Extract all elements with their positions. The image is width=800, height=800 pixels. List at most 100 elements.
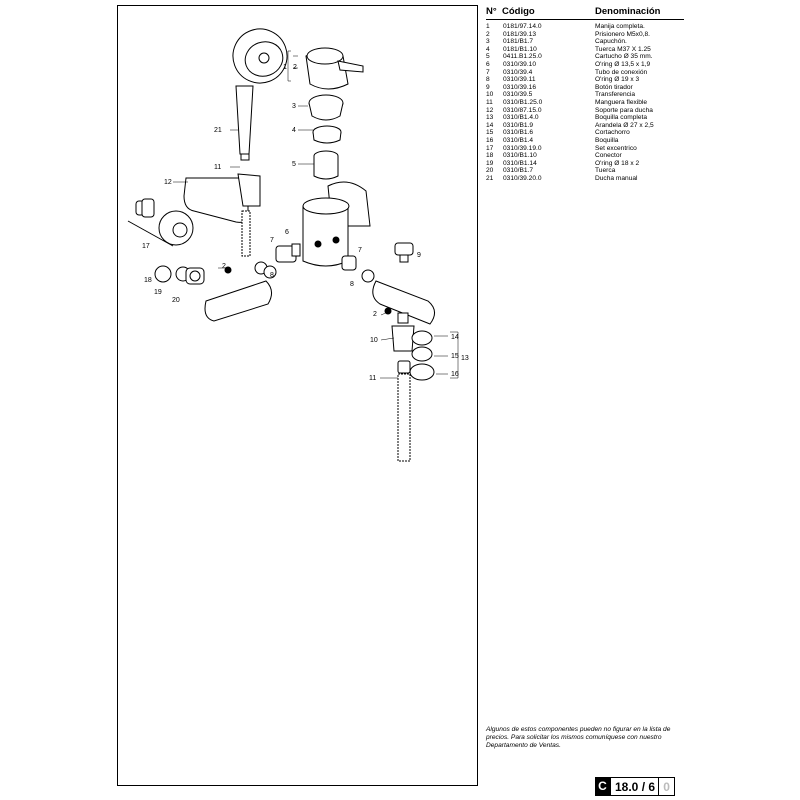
diagram-label: 1 <box>283 64 287 71</box>
part-number: 2 <box>486 30 490 38</box>
part-code: 0310/39.4 <box>503 68 533 76</box>
page-reference: C 18.0 / 6 0 <box>595 777 676 796</box>
diagram-label: 4 <box>292 127 296 134</box>
shower-support-illustration <box>183 173 261 223</box>
part-code: 0310/B1.25.0 <box>503 98 543 106</box>
part-description: O'ring Ø 13,5 x 1,9 <box>595 60 651 68</box>
table-row: 12 0310/87.15.0 Soporte para ducha <box>486 107 684 115</box>
table-row: 8 0310/39.11 O'ring Ø 19 x 3 <box>486 76 684 84</box>
part-code: 0310/39.19.0 <box>503 144 542 152</box>
header-number: N° <box>486 6 497 17</box>
table-row: 2 0181/39.13 Prisionero M5x0,8. <box>486 31 684 39</box>
diagram-label: 19 <box>154 289 162 296</box>
part-code: 0181/97.14.0 <box>503 23 542 30</box>
page-ref-prefix: C <box>595 777 610 796</box>
part-description: Capuchón. <box>595 38 627 46</box>
diagram-label: 15 <box>451 353 459 360</box>
exploded-diagram: 1 2 3 4 5 21 11 12 17 18 19 20 2 7 6 8 7… <box>127 28 469 462</box>
table-row: 15 0310/B1.6 Cortachorro <box>486 129 684 137</box>
diagram-label: 8 <box>270 272 274 279</box>
part-code: 0310/39.10 <box>503 60 537 68</box>
diagram-label: 3 <box>292 103 296 110</box>
part-description: Tuerca M37 X 1.25 <box>595 45 651 53</box>
diagram-label: 5 <box>292 161 296 168</box>
part-number: 8 <box>486 76 490 84</box>
part-code: 0310/39.20.0 <box>503 174 542 182</box>
part-code: 0181/B1.7 <box>503 38 534 46</box>
right-body <box>372 280 435 325</box>
part-number: 1 <box>486 23 490 30</box>
table-row: 19 0310/B1.14 O'ring Ø 18 x 2 <box>486 160 684 168</box>
part-number: 5 <box>486 53 490 61</box>
hand-shower-illustration <box>232 28 288 161</box>
part-number: 17 <box>486 144 494 152</box>
part-number: 6 <box>486 60 490 68</box>
connection-tubes-left <box>254 243 301 279</box>
spout-parts <box>409 330 435 381</box>
part-code: 0310/B1.10 <box>503 152 537 160</box>
diagram-label: 20 <box>172 297 180 304</box>
part-code: 0310/B1.4 <box>503 136 534 144</box>
part-number: 12 <box>486 106 494 114</box>
part-description: Set excentrico <box>595 144 637 152</box>
part-description: Manguera flexible <box>595 98 648 106</box>
part-number: 3 <box>486 38 490 46</box>
part-description: Soporte para ducha <box>595 106 653 114</box>
part-description: Arandela Ø 27 x 2,5 <box>595 121 654 129</box>
diagram-label: 2 <box>222 263 226 270</box>
diagram-label: 10 <box>370 337 378 344</box>
part-code: 0310/B1.14 <box>503 159 537 167</box>
part-number: 18 <box>486 152 494 160</box>
cartridge <box>313 150 339 180</box>
exploded-diagram-frame: 1 2 3 4 5 21 11 12 17 18 19 20 2 7 6 8 7… <box>117 5 478 786</box>
part-code: 0181/39.13 <box>503 30 537 38</box>
part-code: 0310/39.11 <box>503 76 536 84</box>
handle <box>305 47 364 90</box>
part-description: Tubo de conexión <box>595 68 648 76</box>
part-number: 7 <box>486 68 490 76</box>
diagram-label: 17 <box>142 243 150 250</box>
part-description: Prisionero M5x0,8. <box>595 30 650 38</box>
diagram-label: 2 <box>373 311 377 318</box>
part-description: Cortachorro <box>595 129 630 137</box>
part-number: 15 <box>486 129 494 137</box>
page-ref-number: 18.0 / 6 <box>610 777 659 796</box>
part-number: 20 <box>486 167 494 175</box>
cap <box>308 94 344 121</box>
part-code: 0310/B1.6 <box>503 129 534 137</box>
diagram-label: 16 <box>451 371 459 378</box>
part-number: 14 <box>486 121 494 129</box>
diagram-label: 13 <box>461 355 469 362</box>
part-description: Botón tirador <box>595 83 633 91</box>
part-code: 0181/B1.10 <box>503 45 537 53</box>
diagram-label: 8 <box>350 281 354 288</box>
part-description: O'ring Ø 19 x 3 <box>595 76 640 84</box>
part-code: 0310/B1.9 <box>503 121 534 129</box>
diagram-label: 12 <box>164 179 172 186</box>
part-number: 21 <box>486 174 494 182</box>
table-row: 7 0310/39.4 Tubo de conexión <box>486 69 684 77</box>
part-code: 0310/39.5 <box>503 91 533 99</box>
mixer-body <box>302 181 371 267</box>
part-description: O'ring Ø 18 x 2 <box>595 159 640 167</box>
diagram-label: 11 <box>214 164 221 171</box>
part-code: 0310/39.16 <box>503 83 537 91</box>
part-code: 0310/B1.4.0 <box>503 114 539 122</box>
header-description: Denominación <box>595 6 661 17</box>
diagram-label: 18 <box>144 277 152 284</box>
part-description: Conector <box>595 152 622 160</box>
parts-list-header: N° Código Denominación <box>486 6 684 20</box>
diagram-label: 11 <box>369 375 376 382</box>
part-number: 10 <box>486 91 494 99</box>
part-code: 0310/87.15.0 <box>503 106 542 114</box>
part-number: 11 <box>486 98 493 106</box>
part-number: 19 <box>486 159 494 167</box>
table-row: 3 0181/B1.7 Capuchón. <box>486 38 684 46</box>
